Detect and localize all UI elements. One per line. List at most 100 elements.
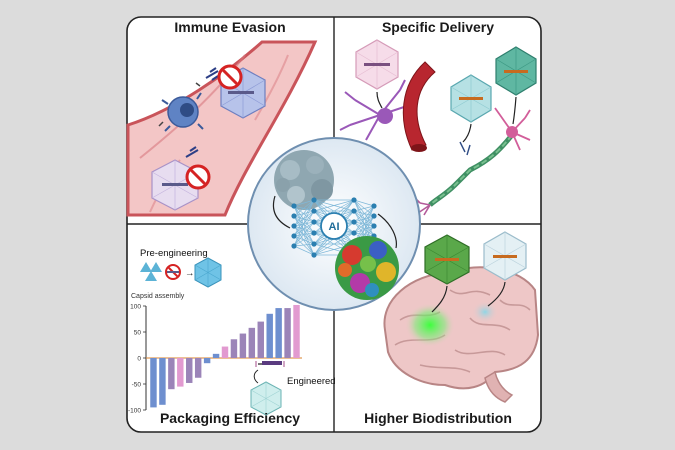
bar	[248, 327, 256, 358]
y-tick-label: 0	[137, 356, 141, 363]
network-edge	[293, 232, 315, 247]
prohibited-icon	[165, 264, 181, 280]
bar	[168, 358, 175, 390]
y-tick-label: 50	[134, 330, 142, 337]
arrow-text: →	[185, 268, 195, 279]
biodistribution-title: Higher Biodistribution	[364, 410, 512, 426]
network-edge	[353, 232, 375, 237]
network-node	[351, 197, 357, 203]
expression-hotspot-green	[405, 303, 455, 347]
arrow	[272, 195, 397, 249]
biodistribution-panel: Higher Biodistribution	[364, 231, 540, 426]
bar	[150, 358, 157, 408]
network-node	[291, 223, 297, 229]
network-edge	[353, 210, 375, 217]
prohibited-icon	[217, 64, 243, 90]
bar	[212, 353, 220, 358]
capsid-blue-icon	[194, 257, 222, 288]
network-edge	[293, 205, 315, 234]
arrow	[431, 281, 506, 313]
network-node	[311, 197, 317, 203]
bar	[230, 339, 238, 358]
network-edge	[293, 199, 315, 207]
pre-engineering-label: Pre-engineering	[140, 248, 208, 259]
bar	[266, 313, 273, 358]
network-edge	[353, 210, 375, 227]
ai-center-circle: AI	[247, 137, 421, 311]
ai-node	[320, 212, 348, 240]
y-tick-label: -50	[132, 382, 142, 389]
capsomer-icon	[140, 262, 162, 281]
network-edge	[293, 210, 315, 247]
network-node	[291, 203, 297, 209]
neuron-purple-body	[377, 108, 393, 124]
prohibited-icon	[185, 164, 211, 190]
network-edge	[293, 199, 315, 227]
network-edge	[293, 225, 315, 245]
network-edge	[293, 215, 315, 234]
network-edge	[353, 199, 375, 237]
bar	[257, 321, 264, 358]
bar	[186, 358, 193, 383]
specific-delivery-panel: Specific Delivery	[339, 19, 537, 216]
network-node	[291, 243, 297, 249]
bar	[284, 308, 291, 358]
network-edge	[353, 205, 375, 223]
network-node	[371, 203, 377, 209]
network-edge	[293, 199, 315, 247]
bar	[177, 358, 184, 387]
network-node	[351, 219, 357, 225]
network-node	[311, 208, 317, 214]
capsid-green-icon	[424, 234, 470, 285]
network-edge	[353, 199, 375, 207]
network-edge	[293, 235, 315, 245]
packaging-efficiency-panel: Pre-engineering → Capsid assembly 100 50 0…	[128, 248, 336, 426]
network-edge	[293, 199, 315, 217]
specific-delivery-title: Specific Delivery	[382, 19, 494, 35]
network-edge	[353, 210, 375, 237]
packaging-efficiency-title: Packaging Efficiency	[160, 410, 300, 426]
y-tick-label: 100	[130, 304, 141, 311]
capsid-dark-teal-icon	[495, 46, 537, 96]
network-edge	[293, 221, 315, 247]
network-node	[311, 230, 317, 236]
network-edge	[293, 205, 315, 223]
antibody-icon	[185, 67, 219, 158]
immune-evasion-panel: Immune Evasion	[126, 19, 318, 217]
network-edge	[293, 225, 315, 234]
bar	[159, 358, 166, 405]
bar	[275, 308, 282, 358]
bar	[293, 304, 300, 358]
network-edge	[293, 215, 315, 245]
ai-label: AI	[329, 221, 340, 233]
network-node	[311, 219, 317, 225]
network-edge	[353, 221, 375, 227]
protein-structure-colored-icon	[335, 236, 399, 300]
immune-evasion-title: Immune Evasion	[174, 19, 285, 35]
network-edge	[293, 225, 315, 256]
neuron-pink-icon	[494, 107, 531, 151]
network-edge	[293, 245, 315, 256]
network-node	[351, 208, 357, 214]
immune-cell-icon	[158, 82, 204, 132]
capsid-pink-icon	[355, 39, 399, 90]
network-edge	[313, 232, 355, 256]
network-edge	[313, 199, 355, 223]
network-node	[311, 241, 317, 247]
bar	[221, 346, 229, 358]
network-edge	[353, 205, 375, 212]
network-edge	[293, 215, 315, 223]
capsid-assembly-label: Capsid assembly	[131, 293, 185, 300]
network-edge	[293, 205, 315, 212]
engineered-label: Engineered	[287, 376, 336, 387]
engineered-capsid-icon	[250, 361, 285, 416]
network-node	[371, 223, 377, 229]
network-edge	[353, 221, 375, 237]
network-node	[311, 252, 317, 258]
neuron-pink-body	[506, 126, 518, 138]
expression-hotspot-blue	[472, 301, 498, 323]
network-node	[291, 213, 297, 219]
network-edge	[313, 199, 355, 212]
